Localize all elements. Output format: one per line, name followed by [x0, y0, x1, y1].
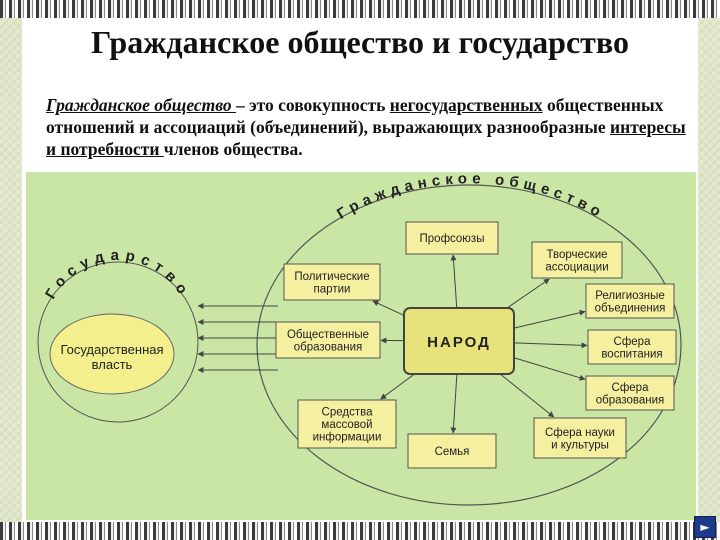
center-node: НАРОД	[403, 307, 515, 375]
box-profsoyuzy-label-1: Профсоюзы	[420, 233, 485, 245]
box-nauki-label-2: и культуры	[551, 439, 609, 451]
box-religioznye-label-2: объединения	[595, 302, 666, 314]
box-semya-label-1: Семья	[435, 446, 470, 458]
arrow-to-tvorcheskie	[506, 278, 550, 309]
center-label: НАРОД	[427, 334, 491, 351]
definition-underlined-1: негосударственных	[389, 95, 543, 115]
box-nauki-label-1: Сфера науки	[545, 427, 615, 439]
box-vospitaniya-label-1: Сфера	[614, 336, 652, 348]
definition-part-2: общественных отношений и ассоциаций (объ…	[46, 95, 664, 137]
box-tvorcheskie-label-1: Творческие	[546, 249, 607, 261]
box-religioznye	[585, 283, 675, 319]
box-religioznye-label-1: Религиозные	[595, 290, 664, 302]
box-tvorcheskie	[531, 241, 623, 279]
box-politicheskie-label-2: партии	[314, 283, 351, 295]
box-politicheskie	[283, 263, 381, 301]
box-smi-label-2: массовой	[321, 419, 372, 431]
box-obrazovaniya-label-1: Сфера	[612, 382, 650, 394]
arrow-to-profsoyuzy	[450, 254, 458, 309]
organization-boxes: ПрофсоюзыТворческиеассоциацииПолитически…	[275, 221, 677, 469]
box-smi	[297, 399, 397, 449]
box-nauki	[533, 417, 627, 459]
box-obrazovaniya	[585, 375, 675, 411]
arrow-to-nauki	[499, 373, 555, 418]
box-obrazovaniya-label-2: образования	[596, 394, 665, 406]
arrow-to-smi	[380, 373, 415, 400]
box-vospitaniya-label-2: воспитания	[601, 348, 662, 360]
box-obshchestvennye-label-1: Общественные	[287, 329, 369, 341]
box-obshchestvennye	[275, 321, 381, 359]
box-smi-label-1: Средства	[322, 407, 374, 419]
center-box	[403, 307, 515, 375]
arrow-to-vospitaniya	[513, 342, 588, 349]
decorative-strip-top	[0, 0, 720, 18]
state-arrows	[197, 303, 278, 373]
definition-text: Гражданское общество – это совокупность …	[46, 94, 696, 160]
arrow-to-politicheskie	[372, 300, 405, 316]
state-power-label-line-1: Государственная	[60, 342, 163, 357]
arrow-to-religioznye	[513, 309, 586, 329]
state-circle-group: Государственная власть Государство	[37, 247, 199, 423]
society-state-diagram: Государственная власть Государство Гражд…	[26, 172, 696, 520]
arrow-to-semya	[450, 373, 458, 434]
box-obshchestvennye-label-2: образования	[294, 341, 363, 353]
slide-title: Гражданское общество и государство	[91, 24, 629, 60]
slide-nav-icon[interactable]: ►	[694, 516, 716, 538]
box-tvorcheskie-label-2: ассоциации	[545, 261, 608, 273]
box-profsoyuzy	[405, 221, 499, 255]
arrow-to-obrazovaniya	[513, 357, 586, 381]
box-semya	[407, 433, 497, 469]
box-vospitaniya	[587, 329, 677, 365]
state-power-ellipse	[49, 313, 175, 395]
definition-part-1: – это совокупность	[235, 95, 390, 115]
definition-part-3: членов общества.	[163, 139, 303, 159]
box-smi-label-3: информации	[313, 432, 382, 444]
definition-underlined-2: интересы и потребности	[46, 117, 686, 159]
box-politicheskie-label-1: Политические	[294, 271, 369, 283]
definition-term: Гражданское общество	[46, 95, 236, 115]
decorative-strip-bottom	[0, 522, 720, 540]
state-power-label-line-2: власть	[92, 357, 133, 372]
